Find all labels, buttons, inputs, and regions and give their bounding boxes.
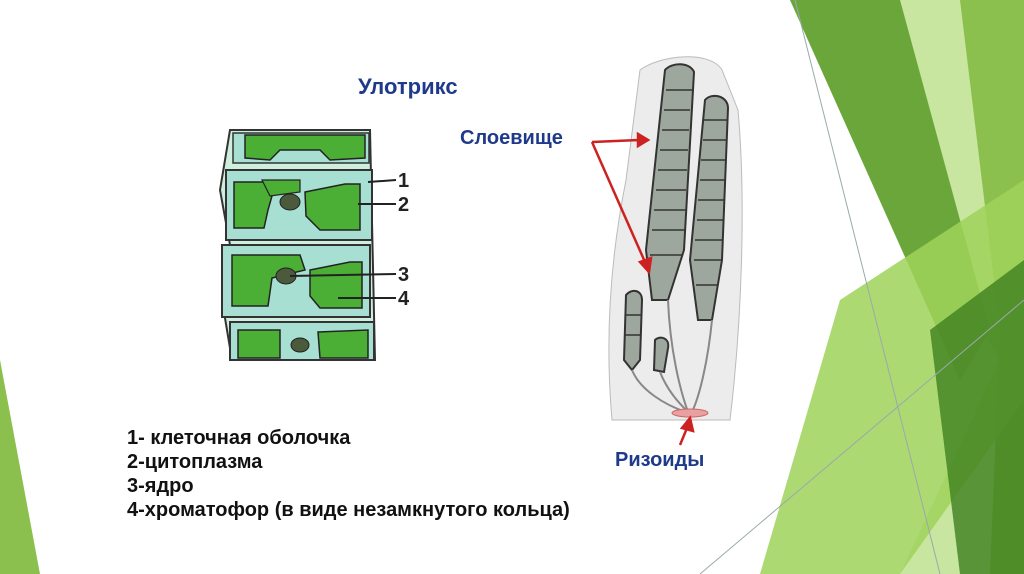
legend-item: 3-ядро xyxy=(127,474,570,498)
legend-item: 4-хроматофор (в виде незамкнутого кольца… xyxy=(127,498,570,522)
legend: 1- клеточная оболочка 2-цитоплазма 3-ядр… xyxy=(127,426,570,522)
marker-2: 2 xyxy=(398,194,409,217)
rhizoid-label: Ризоиды xyxy=(615,449,704,472)
diagram-title: Улотрикс xyxy=(358,74,458,100)
marker-3: 3 xyxy=(398,264,409,287)
marker-4: 4 xyxy=(398,288,409,311)
marker-1: 1 xyxy=(398,170,409,193)
legend-item: 1- клеточная оболочка xyxy=(127,426,570,450)
thallus-label: Слоевище xyxy=(460,127,563,150)
legend-item: 2-цитоплазма xyxy=(127,450,570,474)
filament-diagram xyxy=(220,130,375,360)
thallus-drawing xyxy=(609,57,742,420)
